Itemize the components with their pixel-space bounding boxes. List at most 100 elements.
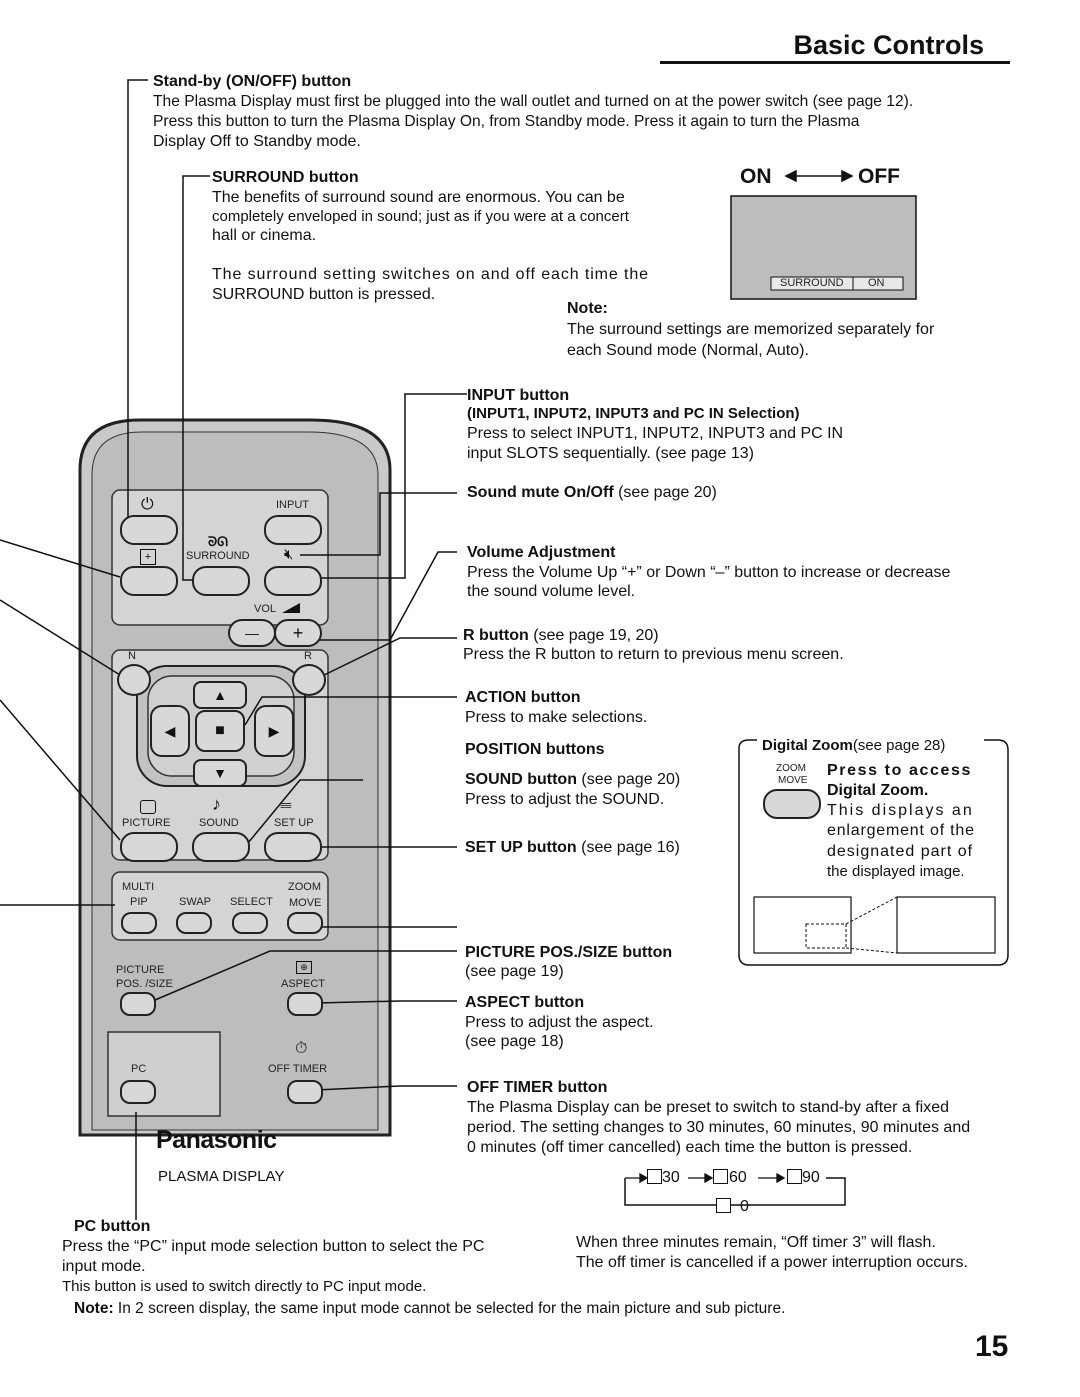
timer-icon	[713, 1169, 728, 1184]
swap-button[interactable]	[176, 912, 212, 934]
offtimer-warn-1: When three minutes remain, “Off timer 3”…	[576, 1234, 936, 1251]
position-left-button[interactable]: ◀	[150, 705, 190, 757]
timer-seq-60: 60	[729, 1169, 747, 1186]
pc-button[interactable]	[120, 1080, 156, 1104]
volume-up-button[interactable]: +	[274, 619, 322, 647]
zoom-move-button[interactable]	[287, 912, 323, 934]
remote-label-zoom: ZOOM	[288, 881, 321, 893]
select-button[interactable]	[232, 912, 268, 934]
surround-note-2: each Sound mode (Normal, Auto).	[567, 342, 809, 359]
zoom-text-6: the displayed image.	[827, 863, 965, 880]
input-subheading: (INPUT1, INPUT2, INPUT3 and PC IN Select…	[467, 405, 800, 422]
sound-button[interactable]	[192, 832, 250, 862]
position-up-button[interactable]: ▲	[193, 681, 247, 709]
surround-text-3: hall or cinema.	[212, 227, 317, 244]
zoom-btn-label-2: MOVE	[778, 775, 808, 786]
input-mode-icon: +	[140, 549, 156, 565]
page-number: 15	[975, 1330, 1009, 1363]
sound-heading: SOUND button	[465, 771, 577, 788]
surround-note-heading: Note:	[567, 300, 608, 317]
position-down-button[interactable]: ▼	[193, 759, 247, 787]
title-rule	[660, 61, 1010, 64]
remote-label-vol: VOL	[254, 603, 277, 615]
zoom-text-2: Digital Zoom.	[827, 782, 929, 799]
volume-down-button[interactable]: —	[228, 619, 276, 647]
surround-screen-value: ON	[868, 277, 885, 289]
offtimer-heading: OFF TIMER button	[467, 1079, 608, 1096]
input-button[interactable]	[264, 515, 322, 545]
input-select-button[interactable]	[120, 566, 178, 596]
setup-ref: (see page 16)	[576, 839, 680, 856]
remote-label-select: SELECT	[230, 896, 273, 908]
aspect-button[interactable]	[287, 992, 323, 1016]
aspect-text-1: Press to adjust the aspect.	[465, 1014, 654, 1031]
standby-button[interactable]	[120, 515, 178, 545]
picture-pos-size-button[interactable]	[120, 992, 156, 1016]
remote-label-picpos-1: PICTURE	[116, 964, 165, 976]
action-button[interactable]: ■	[195, 710, 245, 752]
remote-label-pip: PIP	[130, 896, 148, 908]
r-button-text: Press the R button to return to previous…	[463, 646, 844, 663]
remote-label-n: N	[128, 650, 136, 662]
zoom-text-5: designated part of	[827, 843, 974, 860]
n-button[interactable]	[117, 664, 151, 696]
timer-icon	[716, 1198, 731, 1213]
off-timer-button[interactable]	[287, 1080, 323, 1104]
pc-text-2: input mode.	[62, 1258, 146, 1275]
remote-label-swap: SWAP	[179, 896, 211, 908]
timer-seq-0: 0	[740, 1198, 749, 1215]
surround-heading: SURROUND button	[212, 169, 359, 186]
zoom-text-4: enlargement of the	[827, 822, 975, 839]
minus-glyph: —	[245, 625, 259, 641]
zoom-heading: Digital Zoom	[762, 737, 853, 754]
surround-screen-label: SURROUND	[780, 277, 844, 289]
plus-glyph: +	[292, 623, 304, 643]
pip-button[interactable]	[121, 912, 157, 934]
r-button-heading: R button	[463, 627, 529, 644]
picpos-heading: PICTURE POS./SIZE button	[465, 944, 673, 961]
mute-icon: 🔇︎	[284, 546, 294, 563]
zoom-heading-line: Digital Zoom(see page 28)	[762, 736, 945, 756]
surround-button[interactable]	[192, 566, 250, 596]
timer-seq-90: 90	[802, 1169, 820, 1186]
volume-ramp-icon	[282, 603, 300, 613]
remote-label-sound: SOUND	[199, 817, 239, 829]
brand-logo: Panasonic	[156, 1126, 277, 1154]
picture-button[interactable]	[120, 832, 178, 862]
mute-button[interactable]	[264, 566, 322, 596]
picpos-text: (see page 19)	[465, 963, 564, 980]
setup-line: SET UP button (see page 16)	[465, 838, 680, 858]
remote-label-picture: PICTURE	[122, 817, 171, 829]
remote-label-move: MOVE	[289, 897, 322, 909]
on-label: ON	[740, 165, 772, 188]
pc-heading: PC button	[74, 1218, 151, 1235]
zoom-text-3: This displays an	[827, 802, 974, 819]
position-right-button[interactable]: ▶	[254, 705, 294, 757]
input-text-1: Press to select INPUT1, INPUT2, INPUT3 a…	[467, 425, 844, 442]
zoom-move-button-illustration	[763, 789, 821, 819]
off-label: OFF	[858, 165, 900, 188]
remote-label-aspect: ASPECT	[281, 978, 326, 990]
mute-ref: (see page 20)	[613, 484, 717, 501]
r-button[interactable]	[292, 664, 326, 696]
surround-text-1: The benefits of surround sound are enorm…	[212, 189, 625, 206]
offtimer-text-3: 0 minutes (off timer cancelled) each tim…	[467, 1139, 913, 1156]
surround-text-2: completely enveloped in sound; just as i…	[212, 208, 629, 225]
sound-line: SOUND button (see page 20)	[465, 770, 680, 790]
remote-label-surround: SURROUND	[186, 550, 250, 562]
timer-icon	[647, 1169, 662, 1184]
setup-button[interactable]	[264, 832, 322, 862]
pc-text-1: Press the “PC” input mode selection butt…	[62, 1238, 485, 1255]
aspect-icon: ⊕	[296, 961, 312, 974]
picture-icon	[140, 800, 156, 814]
offtimer-text-2: period. The setting changes to 30 minute…	[467, 1119, 971, 1136]
r-button-ref: (see page 19, 20)	[528, 627, 659, 644]
surround-text-4: The surround setting switches on and off…	[212, 266, 649, 283]
remote-label-picpos-2: POS. /SIZE	[116, 978, 173, 990]
footer-note-label: Note:	[74, 1300, 114, 1317]
input-text-2: input SLOTS sequentially. (see page 13)	[467, 445, 754, 462]
r-button-line: R button (see page 19, 20)	[463, 626, 659, 646]
surround-text-5: SURROUND button is pressed.	[212, 286, 436, 303]
action-heading: ACTION button	[465, 689, 581, 706]
volume-heading: Volume Adjustment	[467, 544, 616, 561]
